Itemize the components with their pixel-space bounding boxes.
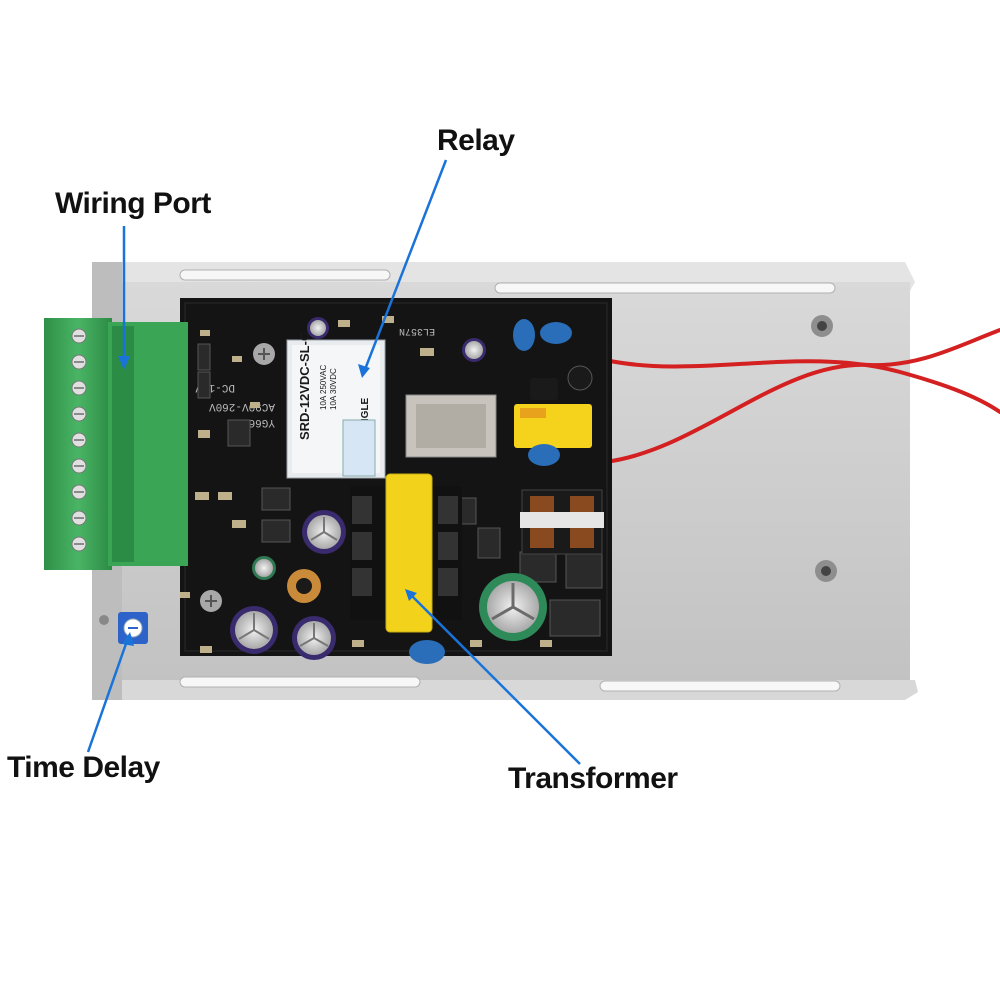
relay-rating: 10A 250VAC [319,365,328,410]
varistor [567,365,593,391]
y-capacitor [409,319,572,664]
relay-callout-line [362,159,448,373]
electrolytic-capacitor [307,317,329,339]
wiring-port-label: Wiring Port [55,187,211,220]
transformer-callout-line [409,593,581,765]
heatsink-component [405,394,497,458]
time-delay-label: Time Delay [7,751,160,784]
electrolytic-capacitor [302,510,346,554]
red-power-wires [603,328,1000,464]
callout-lines [86,159,581,765]
electrolytic-capacitor [252,556,276,580]
electrolytic-capacitor [230,606,278,654]
fuse [530,378,558,400]
board-label: AC90V-260V [209,400,275,412]
relay-sticker [342,419,376,477]
callout-arrowheads [118,356,417,646]
transformer-label: Transformer [508,762,678,795]
relay-label: Relay [437,124,515,157]
relay-rating: 10A 30VDC [329,368,338,410]
terminal-block [44,318,188,570]
relay-brand: SONGLE [360,397,371,440]
mounting-hole [815,560,837,582]
board-label: EL357N [399,325,435,336]
transformer [350,473,462,633]
time-delay-callout-line [86,637,130,753]
common-mode-choke [520,489,604,555]
mounting-hole [811,315,833,337]
screw [200,590,222,612]
screw [253,343,275,365]
x-capacitor [514,404,592,448]
relay-model: SRD-12VDC-SL-C [297,331,312,440]
electrolytic-capacitor [462,338,486,362]
time-delay-potentiometer [118,612,148,644]
toroid-inductor [287,569,321,603]
electrolytic-capacitor [479,573,547,641]
electrolytic-capacitor [292,616,336,660]
